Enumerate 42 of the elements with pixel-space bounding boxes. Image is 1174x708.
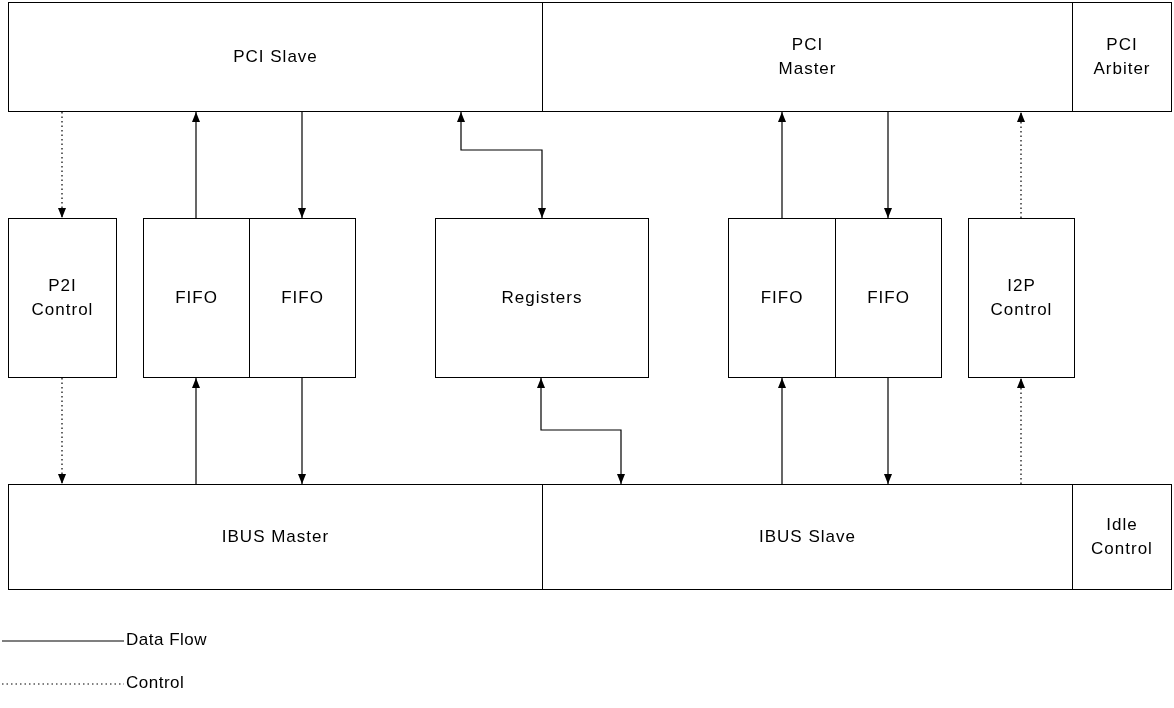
block-box [542,484,1073,590]
block-label: I2P Control [989,275,1054,321]
block-label: PCI Master [777,34,838,80]
block-label: Idle Control [1090,514,1154,560]
block-box [435,218,649,378]
block-label: FIFO [175,287,218,309]
block-label: P2I Control [30,275,95,321]
dotted-arrow [58,111,66,219]
dotted-arrow [1017,377,1025,485]
arrow [778,111,786,219]
block-box [249,218,356,378]
arrow [778,377,786,485]
block-label: FIFO [760,287,804,309]
arrow [884,111,892,219]
block-label: PCI Slave [233,46,318,68]
block-label: PCI Arbiter [1092,34,1152,80]
arrow [192,377,200,485]
block-label: FIFO [281,287,324,309]
block-box [542,2,1073,112]
block-box [968,218,1075,378]
arrow [192,111,200,219]
block-label: FIFO [867,287,910,309]
arrow [884,377,892,485]
block-label: IBUS Slave [759,526,856,548]
dotted-arrow [1017,111,1025,219]
arrow [298,111,306,219]
block-box [8,2,543,112]
arrow [457,111,546,219]
block-box [143,218,250,378]
dotted-arrow [58,377,66,485]
arrow [298,377,306,485]
block-box [835,218,942,378]
block-box [1072,2,1172,112]
block-box [728,218,836,378]
legend-label: Data Flow [126,630,208,650]
block-box [1072,484,1172,590]
block-box [8,218,117,378]
block-box [8,484,543,590]
block-label: Registers [501,287,583,309]
arrow [537,377,625,485]
legend-label: Control [126,673,185,693]
block-label: IBUS Master [221,526,330,548]
